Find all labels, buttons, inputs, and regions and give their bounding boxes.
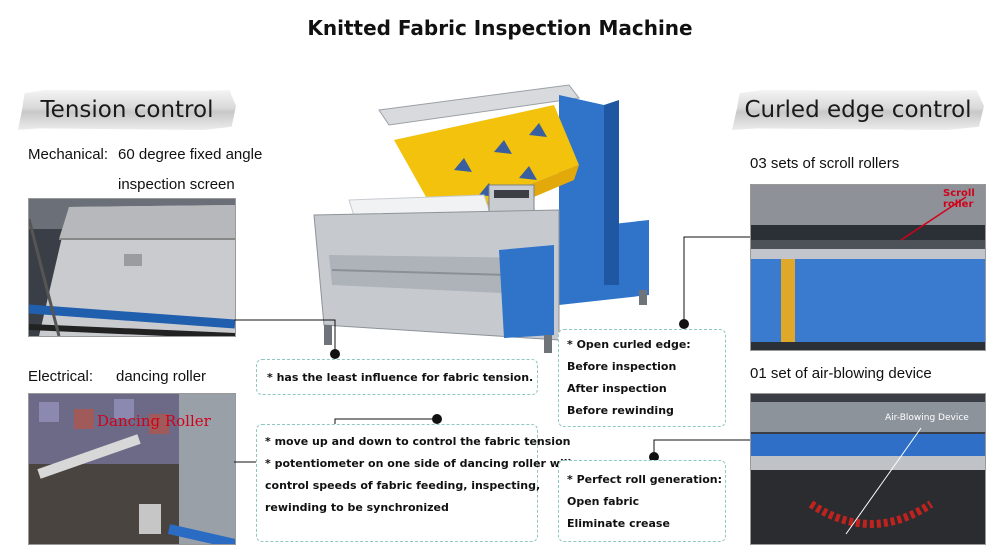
curled-edge-note-line-4: Before rewinding: [567, 404, 674, 417]
electrical-note-line-3: control speeds of fabric feeding, inspec…: [265, 479, 541, 492]
inspection-machine-illustration: [304, 80, 684, 355]
connector-dot-electrical: [432, 414, 442, 424]
curled-edge-control-heading: Curled edge control: [744, 97, 972, 123]
electrical-note-line-2: * potentiometer on one side of dancing r…: [265, 457, 572, 470]
roll-note-line-1: * Perfect roll generation:: [567, 473, 723, 486]
mechanical-label: Mechanical:: [28, 146, 109, 163]
inspection-screen-photo: [28, 198, 236, 337]
connector-dot-roll: [649, 452, 659, 462]
tension-control-heading: Tension control: [40, 97, 214, 123]
electrical-note-box: * move up and down to control the fabric…: [256, 424, 572, 542]
mechanical-description-line-2: inspection screen: [118, 176, 235, 193]
scroll-roller-overlay: Scroll roller: [943, 188, 975, 210]
machine-drawing: [313, 84, 649, 353]
electrical-note-line-1: * move up and down to control the fabric…: [265, 435, 571, 448]
scroll-rollers-photo: Scroll roller: [750, 184, 986, 351]
mechanical-note-box: * has the least influence for fabric ten…: [256, 359, 538, 395]
scroll-rollers-label: 03 sets of scroll rollers: [750, 155, 900, 172]
scroll-roller-overlay-line-1: Scroll: [943, 188, 975, 199]
roll-note-box: * Perfect roll generation: Open fabric E…: [558, 460, 726, 542]
curled-edge-note-line-1: * Open curled edge:: [567, 338, 691, 351]
air-blowing-photo: Air-Blowing Device: [750, 393, 986, 545]
electrical-label: Electrical:: [28, 368, 94, 385]
electrical-description: dancing roller: [116, 368, 207, 385]
page-title: Knitted Fabric Inspection Machine: [307, 16, 693, 40]
air-blowing-label: 01 set of air-blowing device: [750, 365, 932, 382]
air-blowing-overlay-text: Air-Blowing Device: [885, 413, 969, 423]
mechanical-description-line-1: 60 degree fixed angle: [118, 146, 263, 163]
roll-note-line-2: Open fabric: [567, 495, 640, 508]
curled-edge-control-banner: Curled edge control: [732, 90, 984, 130]
roll-note-line-3: Eliminate crease: [567, 517, 670, 530]
curled-edge-note-line-3: After inspection: [567, 382, 667, 395]
curled-edge-note-box: * Open curled edge: Before inspection Af…: [558, 329, 726, 427]
electrical-note-line-4: rewinding to be synchronized: [265, 501, 449, 514]
connector-dot-curled-edge: [679, 319, 689, 329]
connector-dot-mechanical: [330, 349, 340, 359]
curled-edge-note-line-2: Before inspection: [567, 360, 677, 373]
mechanical-note-line-1: * has the least influence for fabric ten…: [267, 371, 534, 384]
dancing-roller-photo: Dancing Roller: [28, 393, 236, 545]
dancing-roller-overlay-text: Dancing Roller: [97, 412, 211, 430]
scroll-roller-overlay-line-2: roller: [943, 199, 974, 210]
tension-control-banner: Tension control: [18, 90, 236, 130]
